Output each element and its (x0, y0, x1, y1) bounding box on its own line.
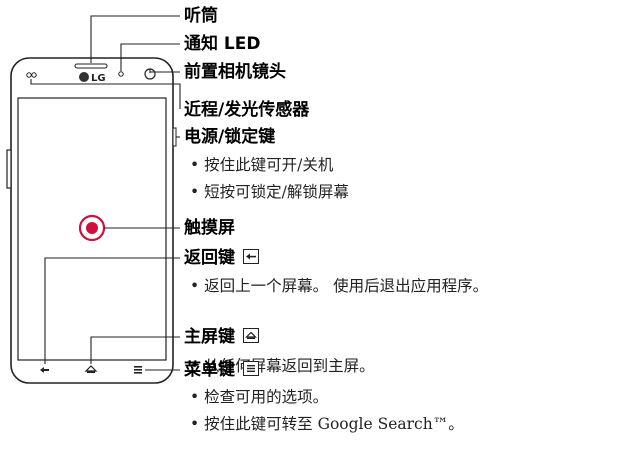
line-back (44, 257, 180, 364)
touch-marker (78, 214, 106, 242)
back-key-glyph (40, 367, 49, 373)
desc-menu-2: 按住此键可转至 Google Search™。 (190, 414, 464, 434)
right-key (172, 127, 177, 147)
earpiece (74, 63, 108, 69)
label-front-camera: 前置相机镜头 (184, 62, 286, 82)
home-key-glyph (84, 365, 98, 373)
callout-lines (30, 15, 181, 371)
proximity-sensor (26, 72, 37, 78)
label-menu-key: 菜单键 (184, 360, 235, 380)
label-back-key: 返回键 (184, 248, 235, 268)
desc-power-1: 按住此键可开/关机 (190, 155, 333, 175)
menu-key-glyph (134, 366, 142, 374)
label-home-key-row: 主屏键 (184, 327, 259, 347)
line-proximity (30, 79, 181, 109)
menu-icon (243, 361, 259, 376)
home-icon (243, 328, 259, 343)
desc-back-1: 返回上一个屏幕。 使用后退出应用程序。 (190, 276, 488, 296)
label-menu-key-row: 菜单键 (184, 360, 259, 380)
desc-power-2: 短按可锁定/解锁屏幕 (190, 182, 349, 202)
label-proximity-sensor: 近程/发光传感器 (184, 100, 310, 120)
back-arrow-icon (243, 249, 259, 264)
label-back-key-row: 返回键 (184, 248, 259, 268)
lg-logo: LG (79, 72, 106, 84)
label-earpiece: 听筒 (184, 6, 218, 26)
line-home (90, 336, 180, 364)
label-notification-led: 通知 LED (184, 34, 261, 54)
side-key (6, 149, 12, 189)
desc-menu-1: 检查可用的选项。 (190, 387, 328, 407)
label-home-key: 主屏键 (184, 327, 235, 347)
line-earpiece (90, 15, 180, 63)
label-power-lock-key: 电源/锁定键 (184, 127, 276, 147)
logo-text: LG (91, 73, 106, 84)
label-touch-screen: 触摸屏 (184, 218, 235, 238)
notification-led (118, 71, 124, 77)
line-led (120, 43, 180, 71)
phone: LG (6, 57, 177, 384)
line-camera (149, 69, 180, 73)
